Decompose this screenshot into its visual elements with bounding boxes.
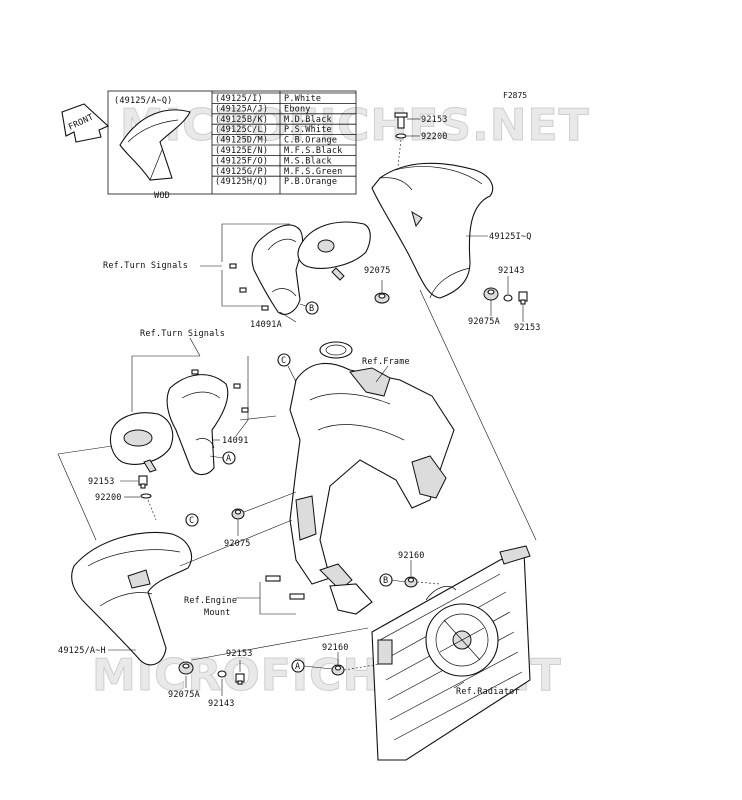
label-92143-top: 92143 xyxy=(498,266,525,276)
frame-assembly xyxy=(289,341,455,615)
label-92075a-bottom: 92075A xyxy=(168,690,200,700)
screws-14091a xyxy=(229,263,269,311)
label-ref-turn-signals-left: Ref.Turn Signals xyxy=(140,329,225,339)
grommet-92075-top xyxy=(374,292,390,304)
callout-c-left-text: C xyxy=(189,516,194,526)
washer-92143-bottom xyxy=(217,670,227,678)
label-92143-bottom: 92143 xyxy=(208,699,235,709)
color-table-color: M.S.Black xyxy=(284,156,332,166)
inset-caption: WOD xyxy=(154,191,170,201)
screw-92153-right xyxy=(518,291,528,305)
callout-b-top xyxy=(305,301,319,315)
label-14091a: 14091A xyxy=(250,320,282,330)
color-table-code: (49125E/N) xyxy=(215,146,268,156)
diagram-code: F2875 xyxy=(503,91,527,100)
label-ref-engine-2: Mount xyxy=(204,608,231,618)
grommet-92075a-top xyxy=(483,287,499,301)
color-table-code: (49125B/K) xyxy=(215,115,268,125)
label-92160-top: 92160 xyxy=(398,551,425,561)
inner-panel-14091a xyxy=(251,224,304,315)
color-table-color: P.White xyxy=(284,94,321,104)
callout-c-frame xyxy=(277,353,291,367)
screws-14091 xyxy=(191,369,249,413)
color-table-color: P.S.White xyxy=(284,125,332,135)
label-92160-bottom: 92160 xyxy=(322,643,349,653)
color-table-code: (49125C/L) xyxy=(215,125,268,135)
color-table-color: P.B.Orange xyxy=(284,177,337,187)
color-inset: (49125/A~Q) WOD (49125/I) P.White (49125A/… xyxy=(107,90,357,201)
turn-signal-top xyxy=(297,221,371,281)
callout-b-radiator-text: B xyxy=(383,576,388,586)
washer-92200-left xyxy=(140,493,152,499)
grommet-92160-top xyxy=(404,576,418,588)
label-92075a-top: 92075A xyxy=(468,317,500,327)
washer-92200-top xyxy=(395,133,407,139)
label-92153-right: 92153 xyxy=(514,323,541,333)
color-table-color: M.D.Black xyxy=(284,115,332,125)
label-92075-mid: 92075 xyxy=(224,539,251,549)
inset-title: (49125/A~Q) xyxy=(114,96,173,106)
label-ref-engine-1: Ref.Engine xyxy=(184,596,237,606)
screw-92153-bottom xyxy=(235,673,245,685)
label-ref-frame: Ref.Frame xyxy=(362,357,410,367)
color-table-code: (49125A/J) xyxy=(215,104,268,114)
watermark-top: MICROFICHES.NET xyxy=(120,100,590,151)
color-table-code: (49125D/M) xyxy=(215,136,268,146)
color-table-code: (49125/I) xyxy=(215,94,263,104)
screw-92153-left xyxy=(138,475,148,489)
bolt-92153-top xyxy=(394,112,408,129)
label-49125i-q: 49125I~Q xyxy=(489,232,532,242)
color-table-color: M.F.S.Green xyxy=(284,167,343,177)
color-table-color: M.F.S.Black xyxy=(284,146,343,156)
inner-panel-14091 xyxy=(166,374,229,476)
label-14091: 14091 xyxy=(222,436,249,446)
turn-signal-left xyxy=(109,412,174,473)
label-92153-bottom: 92153 xyxy=(226,649,253,659)
color-table-color: Ebony xyxy=(284,104,311,114)
label-92075-top: 92075 xyxy=(364,266,391,276)
grommet-92075a-bottom xyxy=(178,661,194,675)
callout-c-frame-text: C xyxy=(281,356,286,366)
label-92153-top: 92153 xyxy=(421,115,448,125)
bolts-engine-mount xyxy=(265,575,305,600)
label-ref-turn-signals-top: Ref.Turn Signals xyxy=(103,261,188,271)
callout-b-top-text: B xyxy=(309,304,314,314)
front-arrow-icon: FRONT xyxy=(61,103,109,143)
color-table-color: C.B.Orange xyxy=(284,136,337,146)
label-49125-a-h: 49125/A~H xyxy=(58,646,106,656)
radiator xyxy=(371,545,531,761)
color-table-code: (49125F/O) xyxy=(215,156,268,166)
color-table-code: (49125H/Q) xyxy=(215,177,268,187)
label-92200-top: 92200 xyxy=(421,132,448,142)
color-table-code: (49125G/P) xyxy=(215,167,268,177)
grommet-92075-mid xyxy=(231,508,245,520)
inset-frame xyxy=(107,90,357,195)
washer-92143-top xyxy=(503,294,513,302)
callout-a-left-text: A xyxy=(226,454,231,464)
label-92153-left: 92153 xyxy=(88,477,115,487)
upper-right-cowl xyxy=(371,162,494,299)
inset-fairing-icon xyxy=(119,109,191,181)
label-ref-radiator: Ref.Radiator xyxy=(456,687,520,697)
color-table: (49125/I) P.White (49125A/J) Ebony (49125B/K… xyxy=(212,92,356,187)
callout-a-radiator-text: A xyxy=(295,662,300,672)
callout-c-left xyxy=(185,513,199,527)
lower-left-cowl xyxy=(71,531,192,666)
grommet-92160-bottom xyxy=(331,664,345,676)
label-92200-left: 92200 xyxy=(95,493,122,503)
